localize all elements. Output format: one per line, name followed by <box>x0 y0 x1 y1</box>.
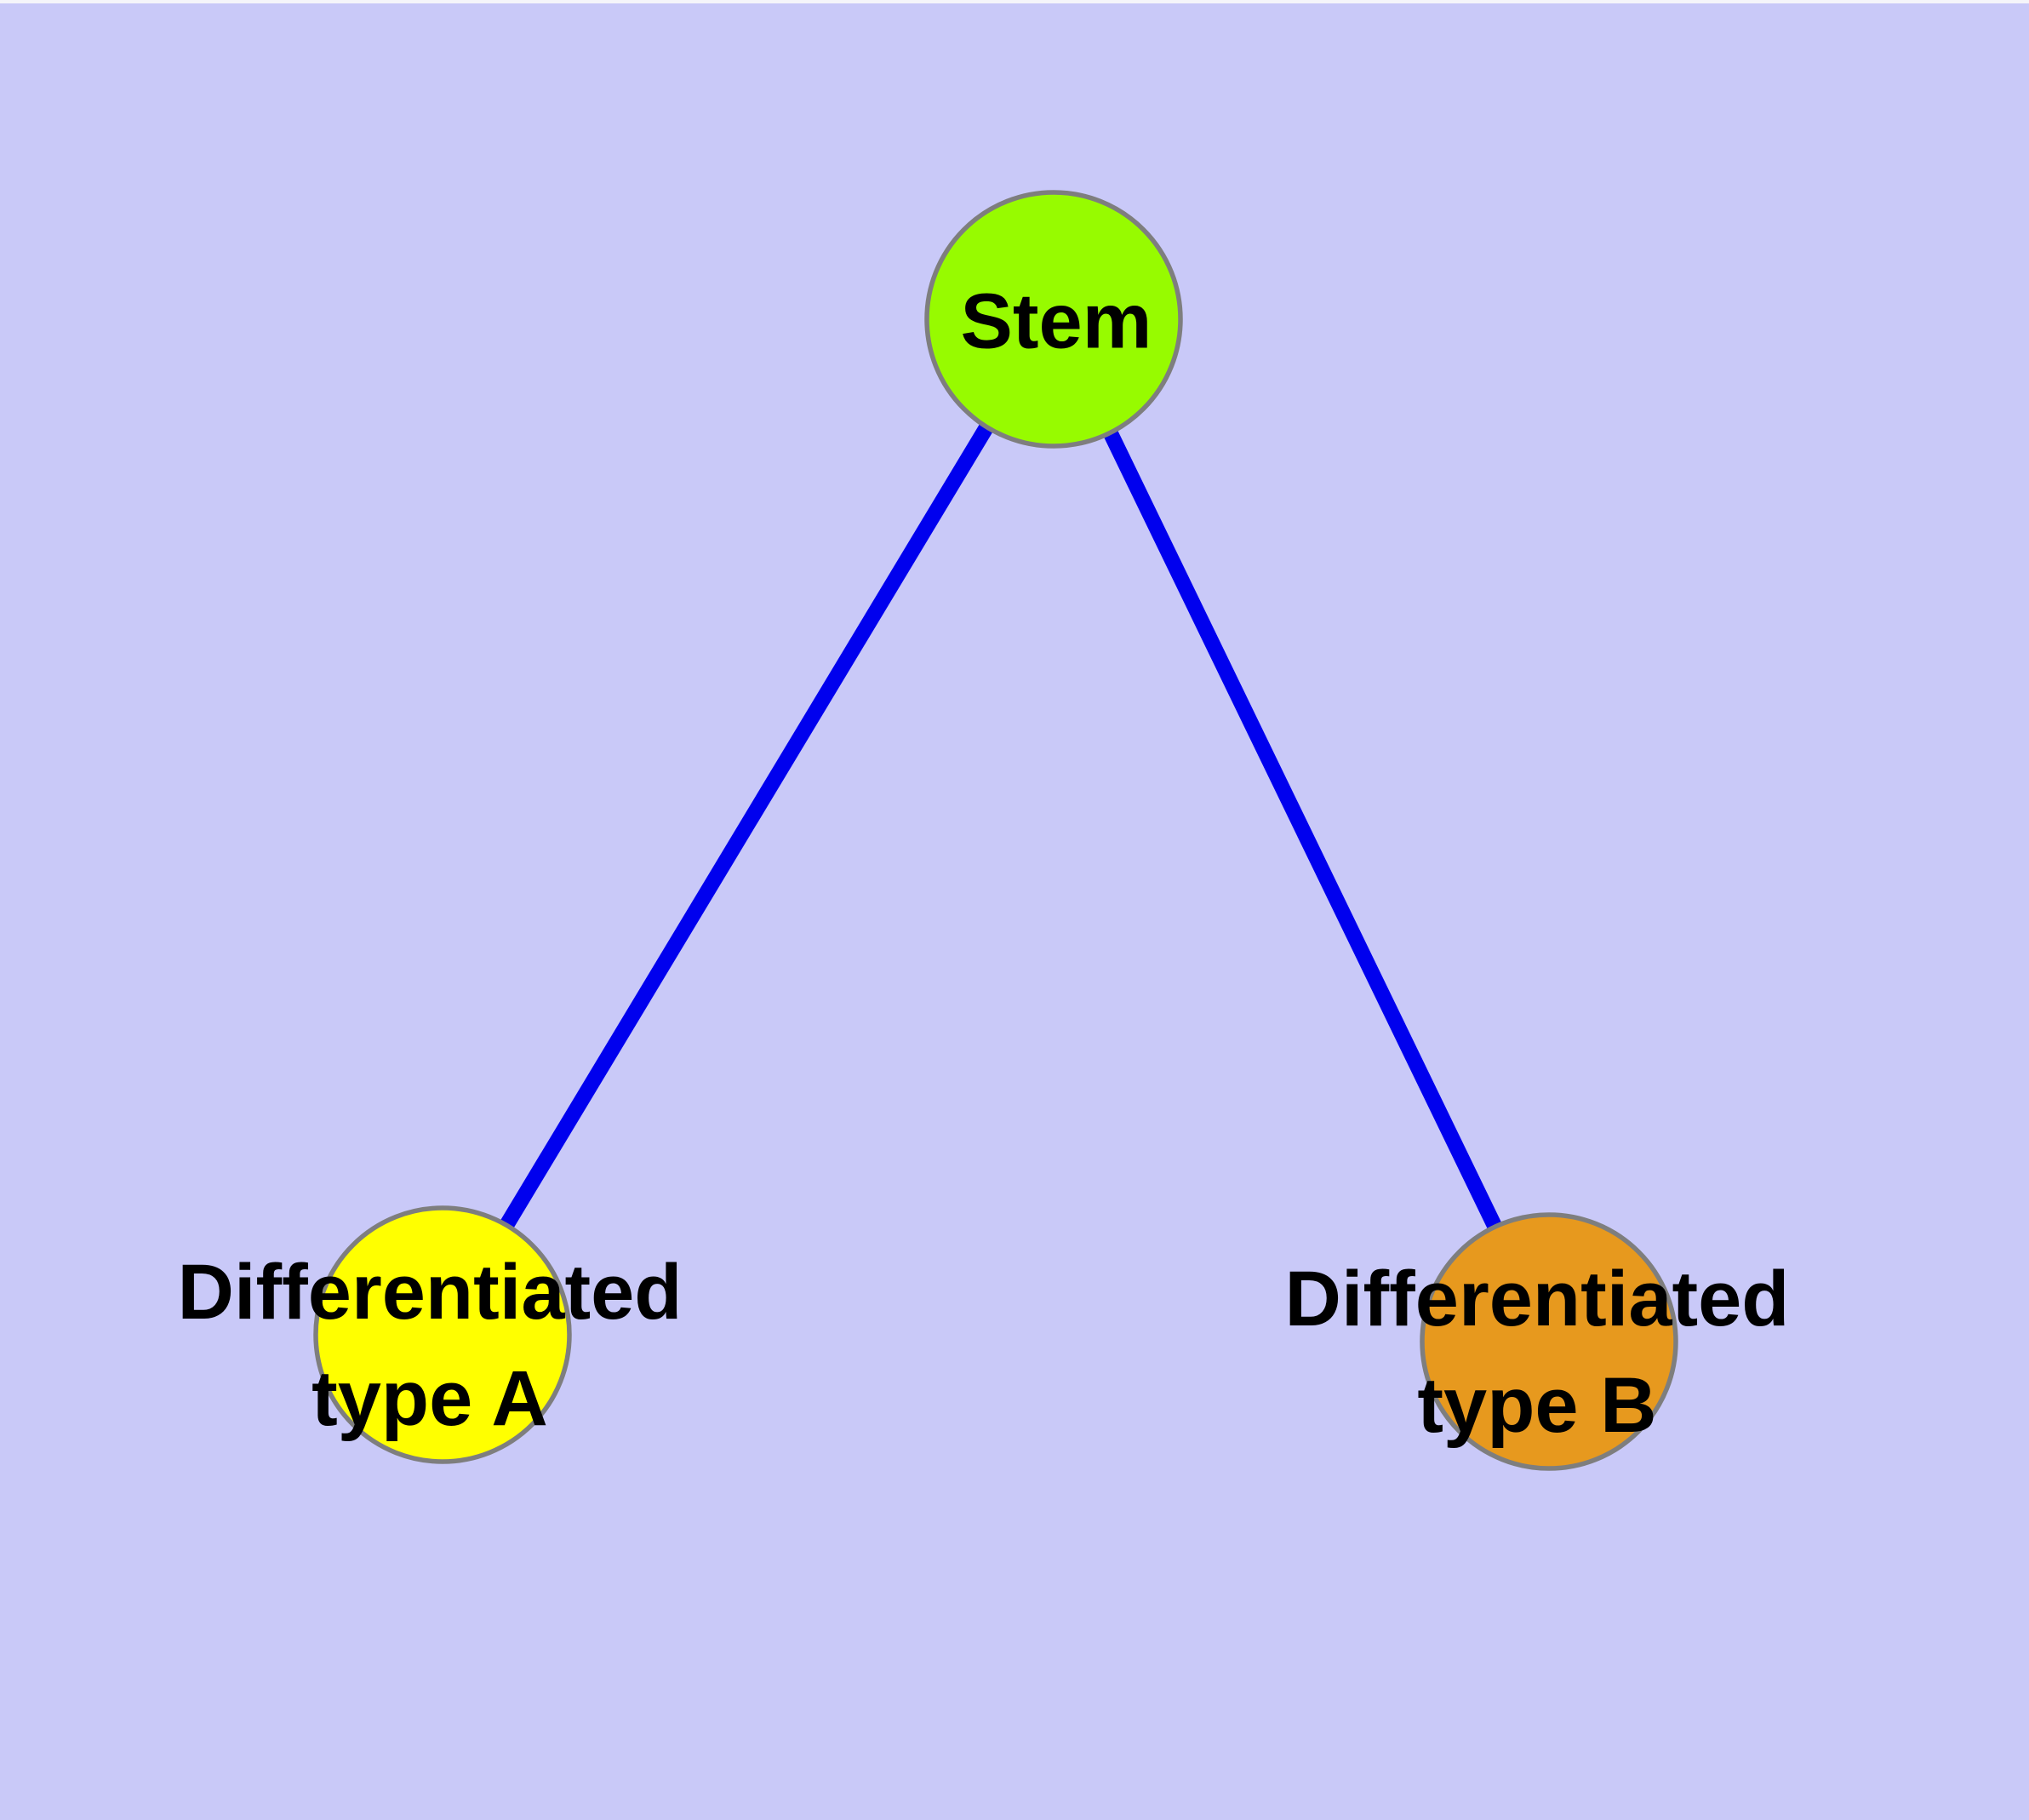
node-type-b-circle <box>1420 1212 1678 1471</box>
node-stem-circle <box>924 190 1183 449</box>
graph-area: Stem Differentiated type A Differentiate… <box>0 3 2029 1820</box>
node-type-b-label-line1: Differentiated <box>1284 1256 1790 1342</box>
canvas-top-edge <box>0 0 2029 3</box>
node-type-a-circle <box>313 1205 572 1464</box>
edge-stem-to-type-a <box>436 312 1060 1336</box>
node-type-a-label: Differentiated type A <box>178 1239 683 1452</box>
graph-svg <box>0 3 2029 1820</box>
node-type-a-label-line1: Differentiated <box>177 1249 683 1336</box>
edge-stem-to-type-b <box>1046 312 1557 1342</box>
node-type-a-label-line2: type A <box>311 1355 548 1442</box>
node-type-b-label-line2: type B <box>1417 1362 1657 1449</box>
node-stem-label: Stem <box>960 278 1152 365</box>
node-type-b-label: Differentiated type B <box>1285 1246 1790 1459</box>
